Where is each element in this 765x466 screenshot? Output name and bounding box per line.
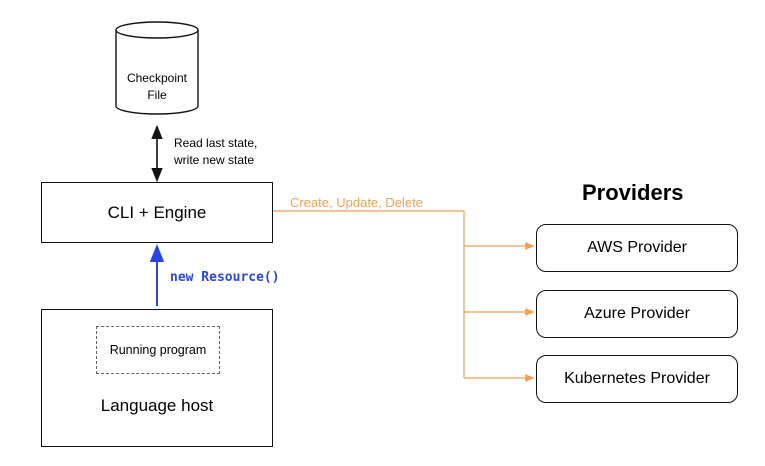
checkpoint-label-line2: File (147, 88, 167, 102)
crud-connector (273, 210, 535, 382)
state-note-line1: Read last state, (174, 136, 258, 150)
provider-azure-label: Azure Provider (584, 305, 690, 322)
providers-title: Providers (582, 180, 684, 205)
checkpoint-file-label: Checkpoint File (114, 70, 200, 104)
provider-aws-box[interactable]: AWS Provider (536, 224, 738, 272)
cli-engine-label: CLI + Engine (107, 202, 207, 222)
provider-azure-box[interactable]: Azure Provider (536, 290, 738, 338)
cli-engine-box[interactable]: CLI + Engine (41, 182, 273, 243)
new-resource-label: new Resource() (170, 270, 280, 285)
language-host-label: Language host (100, 396, 214, 415)
running-program-box[interactable]: Running program (96, 326, 220, 374)
state-note: Read last state, write new state (174, 135, 257, 169)
provider-aws-label: AWS Provider (587, 239, 687, 256)
checkpoint-cylinder-icon (115, 21, 199, 115)
checkpoint-label-line1: Checkpoint (126, 71, 188, 85)
provider-kubernetes-box[interactable]: Kubernetes Provider (536, 355, 738, 403)
running-program-label: Running program (109, 343, 207, 357)
language-host-box[interactable]: Running program Language host (41, 309, 273, 447)
provider-kubernetes-label: Kubernetes Provider (564, 370, 710, 387)
state-note-line2: write new state (174, 153, 255, 167)
crud-label: Create, Update, Delete (290, 195, 423, 210)
